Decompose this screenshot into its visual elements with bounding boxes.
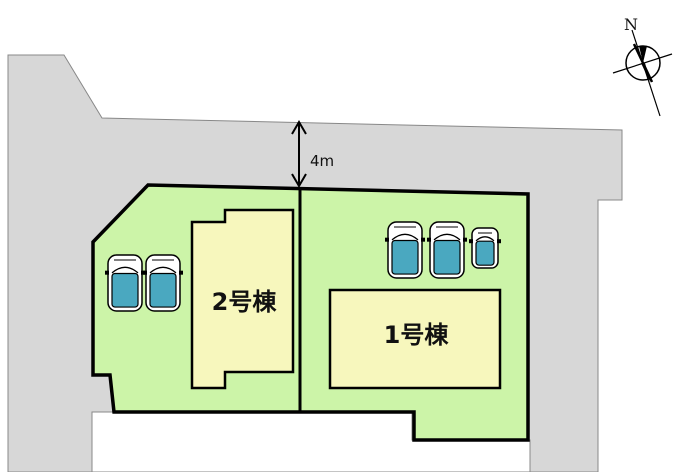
building-2-label: 2号棟 — [212, 288, 278, 316]
compass-north-label: N — [624, 15, 638, 34]
compass-rose-icon — [612, 29, 673, 117]
car-icon-lot2-1 — [105, 254, 145, 312]
road-width-arrow — [291, 120, 307, 188]
parking-spaces — [105, 221, 501, 312]
road-width-label: 4m — [310, 152, 334, 170]
car-icon-lot1-2 — [427, 221, 467, 279]
building-1-label: 1号棟 — [384, 321, 450, 349]
car-icon-lot1-1 — [385, 221, 425, 279]
car-icon-lot1-3 — [469, 227, 501, 269]
car-icon-lot2-2 — [143, 254, 183, 312]
building-2 — [190, 208, 295, 390]
building-1 — [328, 288, 502, 390]
